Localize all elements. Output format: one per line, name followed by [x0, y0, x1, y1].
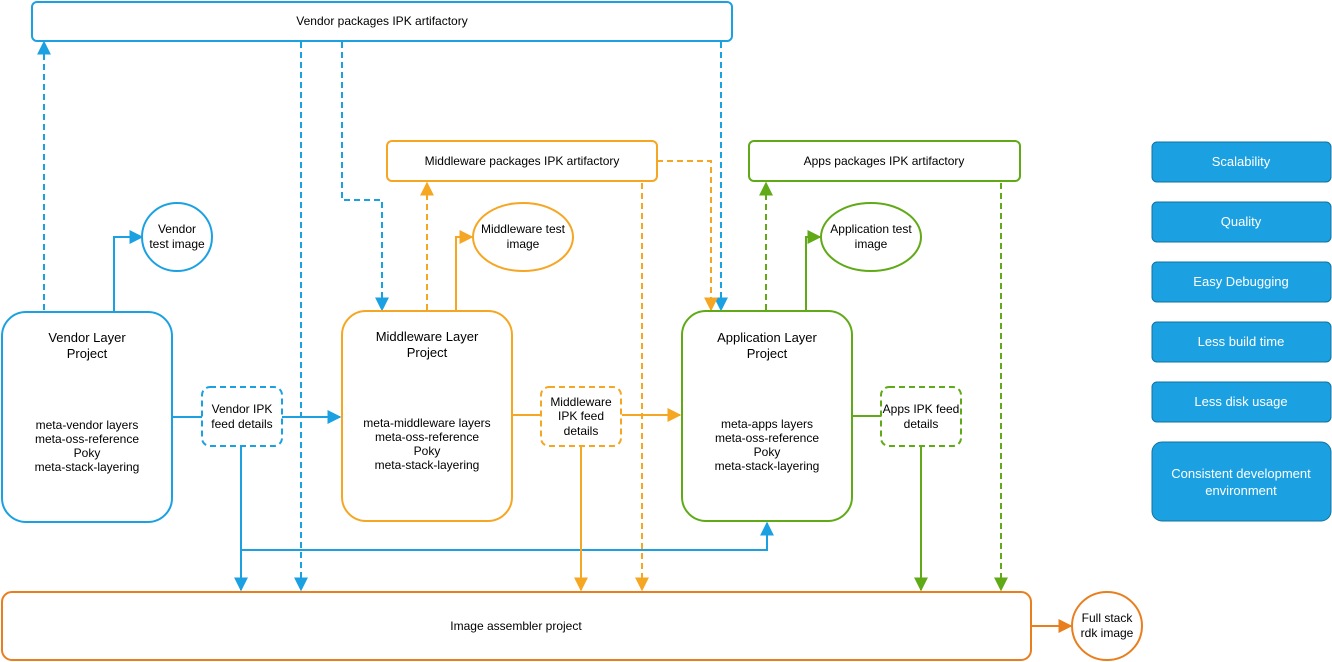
application-layer-item: meta-apps layers	[721, 417, 813, 431]
vendor-artifactory-label: Vendor packages IPK artifactory	[296, 14, 467, 28]
apps-feed-line-2: details	[904, 417, 939, 431]
middleware-feed-line-1: Middleware	[550, 395, 612, 409]
vendor-artifactory[interactable]: Vendor packages IPK artifactory	[31, 1, 733, 42]
application-layer-project[interactable]: Application Layer Project meta-apps laye…	[681, 310, 853, 522]
vendor-layer-item: meta-vendor layers	[36, 418, 139, 432]
middleware-layer-project[interactable]: Middleware Layer Project meta-middleware…	[341, 310, 513, 522]
application-layer-item: meta-stack-layering	[715, 459, 820, 473]
application-layer-item: meta-oss-reference	[715, 431, 819, 445]
vendor-layer-title-2: Project	[67, 346, 108, 361]
application-test-image-line-1: Application test	[830, 222, 912, 236]
middleware-to-test-image-arrow	[455, 230, 474, 310]
application-layer-title-1: Application Layer	[717, 330, 817, 345]
middleware-feed-details[interactable]: Middleware IPK feed details	[540, 386, 622, 447]
middleware-layer-item: meta-stack-layering	[375, 458, 480, 472]
middleware-test-image-line-2: image	[507, 237, 540, 251]
benefit-scalability[interactable]: Scalability	[1151, 141, 1332, 183]
middleware-layer-item: meta-oss-reference	[375, 430, 479, 444]
vendor-test-image[interactable]: Vendor test image	[141, 202, 213, 272]
full-stack-rdk-image[interactable]: Full stack rdk image	[1071, 591, 1143, 661]
benefit-label: Scalability	[1212, 154, 1271, 169]
vendor-test-image-line-1: Vendor	[158, 222, 196, 236]
middleware-test-image-line-1: Middleware test	[481, 222, 566, 236]
vendor-to-test-image-arrow	[113, 230, 144, 312]
middleware-artifactory[interactable]: Middleware packages IPK artifactory	[386, 140, 658, 182]
vendor-test-image-line-2: test image	[149, 237, 205, 251]
benefit-label-line-1: Consistent development	[1171, 466, 1311, 481]
vendor-layer-project[interactable]: Vendor Layer Project meta-vendor layers …	[1, 311, 173, 523]
middleware-layer-title-2: Project	[407, 345, 448, 360]
middleware-feed-line-2: IPK feed	[558, 409, 604, 423]
vendor-feed-details[interactable]: Vendor IPK feed details	[201, 386, 283, 447]
middleware-artifactory-to-application-arrow	[657, 160, 718, 312]
application-test-image[interactable]: Application test image	[820, 202, 922, 272]
benefit-label-line-2: environment	[1205, 483, 1277, 498]
vendor-artifactory-to-middleware-arrow	[341, 42, 389, 312]
middleware-layer-title-1: Middleware Layer	[376, 329, 479, 344]
benefit-easy-debugging[interactable]: Easy Debugging	[1151, 261, 1332, 303]
assembler-label: Image assembler project	[450, 619, 582, 633]
benefit-consistent-dev-environment[interactable]: Consistent development environment	[1151, 441, 1332, 522]
benefit-label: Easy Debugging	[1193, 274, 1288, 289]
apps-artifactory-label: Apps packages IPK artifactory	[804, 154, 965, 168]
benefit-less-build-time[interactable]: Less build time	[1151, 321, 1332, 363]
apps-artifactory[interactable]: Apps packages IPK artifactory	[748, 140, 1021, 182]
vendor-layer-item: meta-stack-layering	[35, 460, 140, 474]
middleware-layer-item: Poky	[414, 444, 441, 458]
middleware-artifactory-label: Middleware packages IPK artifactory	[425, 154, 620, 168]
vendor-layer-item: meta-oss-reference	[35, 432, 139, 446]
vendor-feed-line-1: Vendor IPK	[212, 402, 273, 416]
benefit-label: Less disk usage	[1194, 394, 1287, 409]
image-assembler-project[interactable]: Image assembler project	[1, 591, 1032, 661]
apps-feed-line-1: Apps IPK feed	[883, 402, 960, 416]
apps-feed-details[interactable]: Apps IPK feed details	[880, 386, 962, 447]
full-stack-line-2: rdk image	[1081, 626, 1134, 640]
middleware-feed-line-3: details	[564, 424, 599, 438]
connectors	[37, 40, 1073, 633]
vendor-feed-line-2: feed details	[211, 417, 272, 431]
full-stack-line-1: Full stack	[1082, 611, 1134, 625]
benefit-less-disk-usage[interactable]: Less disk usage	[1151, 381, 1332, 423]
benefit-label: Quality	[1221, 214, 1262, 229]
vendor-layer-item: Poky	[74, 446, 101, 460]
vendor-layer-title-1: Vendor Layer	[48, 330, 126, 345]
vendor-feed-to-application-arrow	[241, 521, 774, 551]
benefit-label: Less build time	[1198, 334, 1285, 349]
middleware-layer-item: meta-middleware layers	[363, 416, 490, 430]
application-to-test-image-arrow	[805, 230, 822, 310]
application-layer-item: Poky	[754, 445, 781, 459]
benefit-quality[interactable]: Quality	[1151, 201, 1332, 243]
middleware-test-image[interactable]: Middleware test image	[472, 202, 574, 272]
application-layer-title-2: Project	[747, 346, 788, 361]
application-test-image-line-2: image	[855, 237, 888, 251]
